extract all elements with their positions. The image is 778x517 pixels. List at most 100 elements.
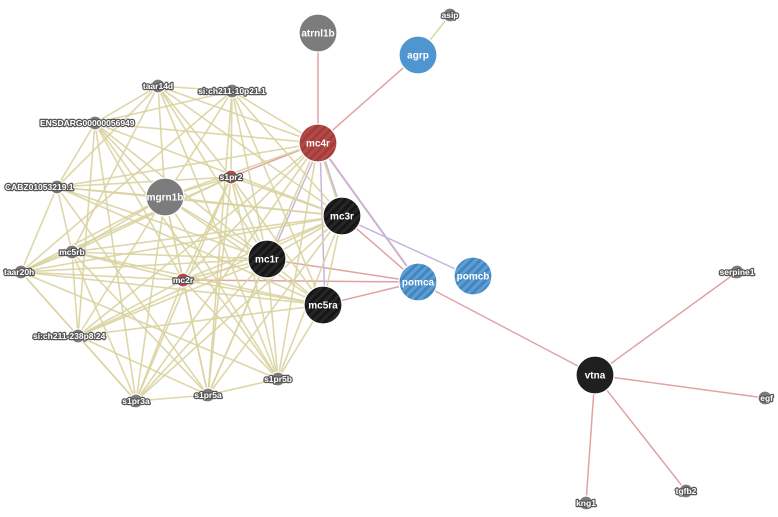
node-circle-ENSDARG00000056949[interactable]	[87, 115, 103, 131]
node-circle-s1pr5b[interactable]	[270, 371, 286, 387]
node-circle-atrnl1b[interactable]	[298, 13, 338, 53]
edge-taar20h-mc3r	[20, 215, 343, 273]
edge-si-ch211-238p8.24-mgrn1b	[77, 196, 166, 337]
node-circle-s1pr3a[interactable]	[128, 393, 144, 409]
node-circle-kng1[interactable]	[578, 495, 594, 511]
edge-s1pr5b-mc2r	[182, 279, 279, 380]
edge-mc2r-pomca	[182, 279, 419, 283]
edge-ENSDARG00000056949-si-ch211-238p8.24	[77, 122, 96, 337]
edge-si-ch211-238p8.24-s1pr5a	[77, 335, 209, 396]
edge-s1pr3a-s1pr2	[135, 176, 232, 402]
edge-mgrn1b-mc4r	[164, 142, 319, 198]
edge-vtna-serpine1	[594, 271, 738, 376]
node-circle-taar14d[interactable]	[150, 78, 166, 94]
node-circle-mgrn1b[interactable]	[145, 177, 185, 217]
edge-taar14d-mc4r	[157, 85, 319, 144]
node-circle-egf[interactable]	[757, 390, 773, 406]
edge-CABZ01053219.1-mc4r	[56, 142, 319, 188]
node-circle-si-ch211-10p21.1[interactable]	[224, 83, 240, 99]
node-atrnl1b[interactable]: atrnl1b	[298, 13, 338, 53]
edges-layer	[20, 14, 766, 504]
edge-ENSDARG00000056949-mc2r	[94, 122, 184, 281]
node-kng1[interactable]: kng1	[575, 495, 597, 511]
edge-s1pr3a-mc3r	[135, 215, 343, 402]
edge-vtna-kng1	[585, 374, 596, 504]
edge-taar20h-mgrn1b	[20, 196, 166, 273]
edge-taar14d-mc1r	[157, 85, 268, 260]
node-label-si-ch211-238p8.24: si:ch211-238p8.24	[33, 331, 106, 341]
edge-taar14d-si-ch211-10p21.1	[157, 85, 233, 92]
node-mc3r[interactable]: mc3r	[322, 196, 362, 236]
edge-si-ch211-10p21.1-mgrn1b	[164, 90, 233, 198]
edge-taar14d-ENSDARG00000056949	[94, 85, 159, 124]
node-vtna[interactable]: vtna	[575, 355, 615, 395]
node-serpine1[interactable]: serpine1	[718, 264, 756, 280]
edge-agrp-mc4r	[317, 54, 419, 144]
edge-CABZ01053219.1-s1pr2	[56, 176, 232, 188]
edge-s1pr3a-mgrn1b	[135, 196, 166, 402]
node-circle-mc3r[interactable]	[322, 196, 362, 236]
edge-mgrn1b-mc1r	[164, 196, 268, 260]
edge-si-ch211-10p21.1-mc5ra	[231, 90, 324, 306]
node-agrp[interactable]: agrp	[398, 35, 438, 75]
node-circle-asip[interactable]	[442, 7, 458, 23]
node-circle-tgfb2[interactable]	[678, 483, 694, 499]
node-mc1r[interactable]: mc1r	[247, 239, 287, 279]
edge-si-ch211-238p8.24-mc3r	[77, 215, 343, 337]
node-circle-serpine1[interactable]	[729, 264, 745, 280]
node-circle-mc4r[interactable]	[298, 123, 338, 163]
edge-s1pr5b-mc1r	[266, 258, 279, 380]
edge-mc2r-mc5ra	[182, 279, 324, 306]
edge-s1pr3a-mc1r	[135, 258, 268, 402]
node-s1pr3a[interactable]: s1pr3a	[121, 393, 151, 409]
node-circle-si-ch211-238p8.24[interactable]	[70, 328, 86, 344]
node-circle-s1pr2[interactable]	[223, 169, 239, 185]
node-mc5ra[interactable]: mc5ra	[303, 285, 343, 325]
edge-mgrn1b-mc5ra	[164, 196, 324, 306]
edge-taar20h-mc2r	[20, 271, 184, 281]
node-mc4r[interactable]: mc4r	[298, 123, 338, 163]
edge-pomca-vtna	[417, 281, 596, 376]
node-circle-mc1r[interactable]	[247, 239, 287, 279]
edge-s1pr5b-mc4r	[277, 142, 319, 380]
edge-s1pr3a-s1pr5a	[135, 394, 209, 402]
edge-vtna-tgfb2	[594, 374, 687, 492]
edge-si-ch211-238p8.24-mc5ra	[77, 304, 324, 337]
node-mgrn1b[interactable]: mgrn1b	[145, 177, 185, 217]
node-circle-taar20h[interactable]	[13, 264, 29, 280]
edge-CABZ01053219.1-taar20h	[20, 186, 58, 273]
node-circle-s1pr5a[interactable]	[200, 387, 216, 403]
edge-taar14d-mc3r	[157, 85, 343, 217]
node-circle-vtna[interactable]	[575, 355, 615, 395]
node-circle-pomca[interactable]	[398, 262, 438, 302]
node-si-ch211-238p8.24[interactable]: si:ch211-238p8.24	[32, 328, 107, 344]
edge-taar20h-s1pr2	[20, 176, 232, 273]
node-circle-mc2r[interactable]	[175, 272, 191, 288]
edge-s1pr3a-mc4r	[135, 142, 319, 402]
edge-si-ch211-10p21.1-taar20h	[20, 90, 233, 273]
node-tgfb2[interactable]: tgfb2	[674, 483, 698, 499]
node-asip[interactable]: asip	[440, 7, 460, 23]
edge-ENSDARG00000056949-s1pr5b	[94, 122, 279, 380]
node-circle-CABZ01053219.1[interactable]	[49, 179, 65, 195]
node-circle-pomcb[interactable]	[453, 256, 493, 296]
node-pomcb[interactable]: pomcb	[453, 256, 493, 296]
node-circle-agrp[interactable]	[398, 35, 438, 75]
node-egf[interactable]: egf	[757, 390, 774, 406]
edge-mc4r-pomca	[319, 144, 421, 285]
edge-s1pr2-mc2r	[182, 176, 232, 281]
edge-vtna-egf	[594, 374, 766, 399]
node-circle-mc5ra[interactable]	[303, 285, 343, 325]
node-circle-mc5rb[interactable]	[64, 244, 80, 260]
edge-si-ch211-238p8.24-mc4r	[77, 142, 319, 337]
edge-mc2r-mc4r	[182, 142, 319, 281]
node-CABZ01053219.1[interactable]: CABZ01053219.1	[4, 179, 75, 195]
node-pomca[interactable]: pomca	[398, 262, 438, 302]
edge-taar20h-s1pr5b	[20, 271, 279, 380]
edge-CABZ01053219.1-mc5rb	[56, 186, 73, 253]
edge-mgrn1b-mc3r	[164, 196, 343, 217]
edge-s1pr5b-s1pr2	[230, 176, 279, 380]
edge-s1pr2-mc5ra	[230, 176, 324, 306]
